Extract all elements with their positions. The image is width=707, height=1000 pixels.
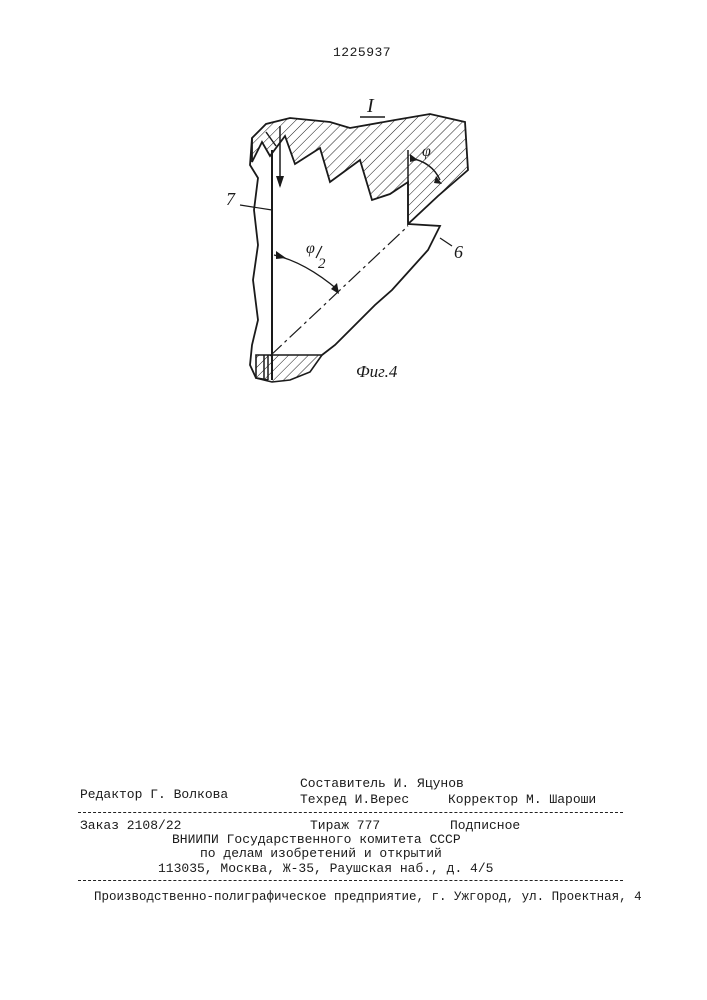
break-line-left [250,138,268,380]
center-line [270,226,408,356]
imprint-compiler: Составитель И. Яцунов [300,776,464,791]
ref-numeral-7: 7 [226,189,236,209]
angle-phi-label: φ [422,143,431,160]
imprint-circulation: Тираж 777 [310,818,380,833]
imprint-techred: Техред И.Верес [300,792,409,807]
hatched-body-bottom [256,355,322,382]
arrow-head-1 [276,176,284,188]
angle-phi-half-numerator: φ [306,240,315,257]
imprint-order: Заказ 2108/22 [80,818,181,833]
imprint-org-line3: 113035, Москва, Ж-35, Раушская наб., д. … [158,861,493,876]
imprint-editor: Редактор Г. Волкова [80,787,228,802]
leader-6 [440,238,452,246]
figure-caption: Фиг.4 [356,362,398,381]
imprint-printer: Производственно-полиграфическое предприя… [94,890,642,905]
imprint-corrector: Корректор М. Шароши [448,792,596,807]
angle-phi-half-denominator: 2 [318,256,326,272]
break-line-right [322,224,440,355]
ref-numeral-6: 6 [454,242,463,262]
divider-bottom [78,880,623,881]
imprint-org-line1: ВНИИПИ Государственного комитета СССР [172,832,461,847]
imprint-org-line2: по делам изобретений и открытий [200,846,442,861]
angle-arc-phi-half [274,255,338,290]
section-label: I [366,95,375,117]
angle-arc-arrow-left [276,251,286,259]
imprint-subscription: Подписное [450,818,520,833]
leader-7 [240,205,272,210]
divider-top [78,812,623,813]
hatched-body-top [252,114,468,224]
